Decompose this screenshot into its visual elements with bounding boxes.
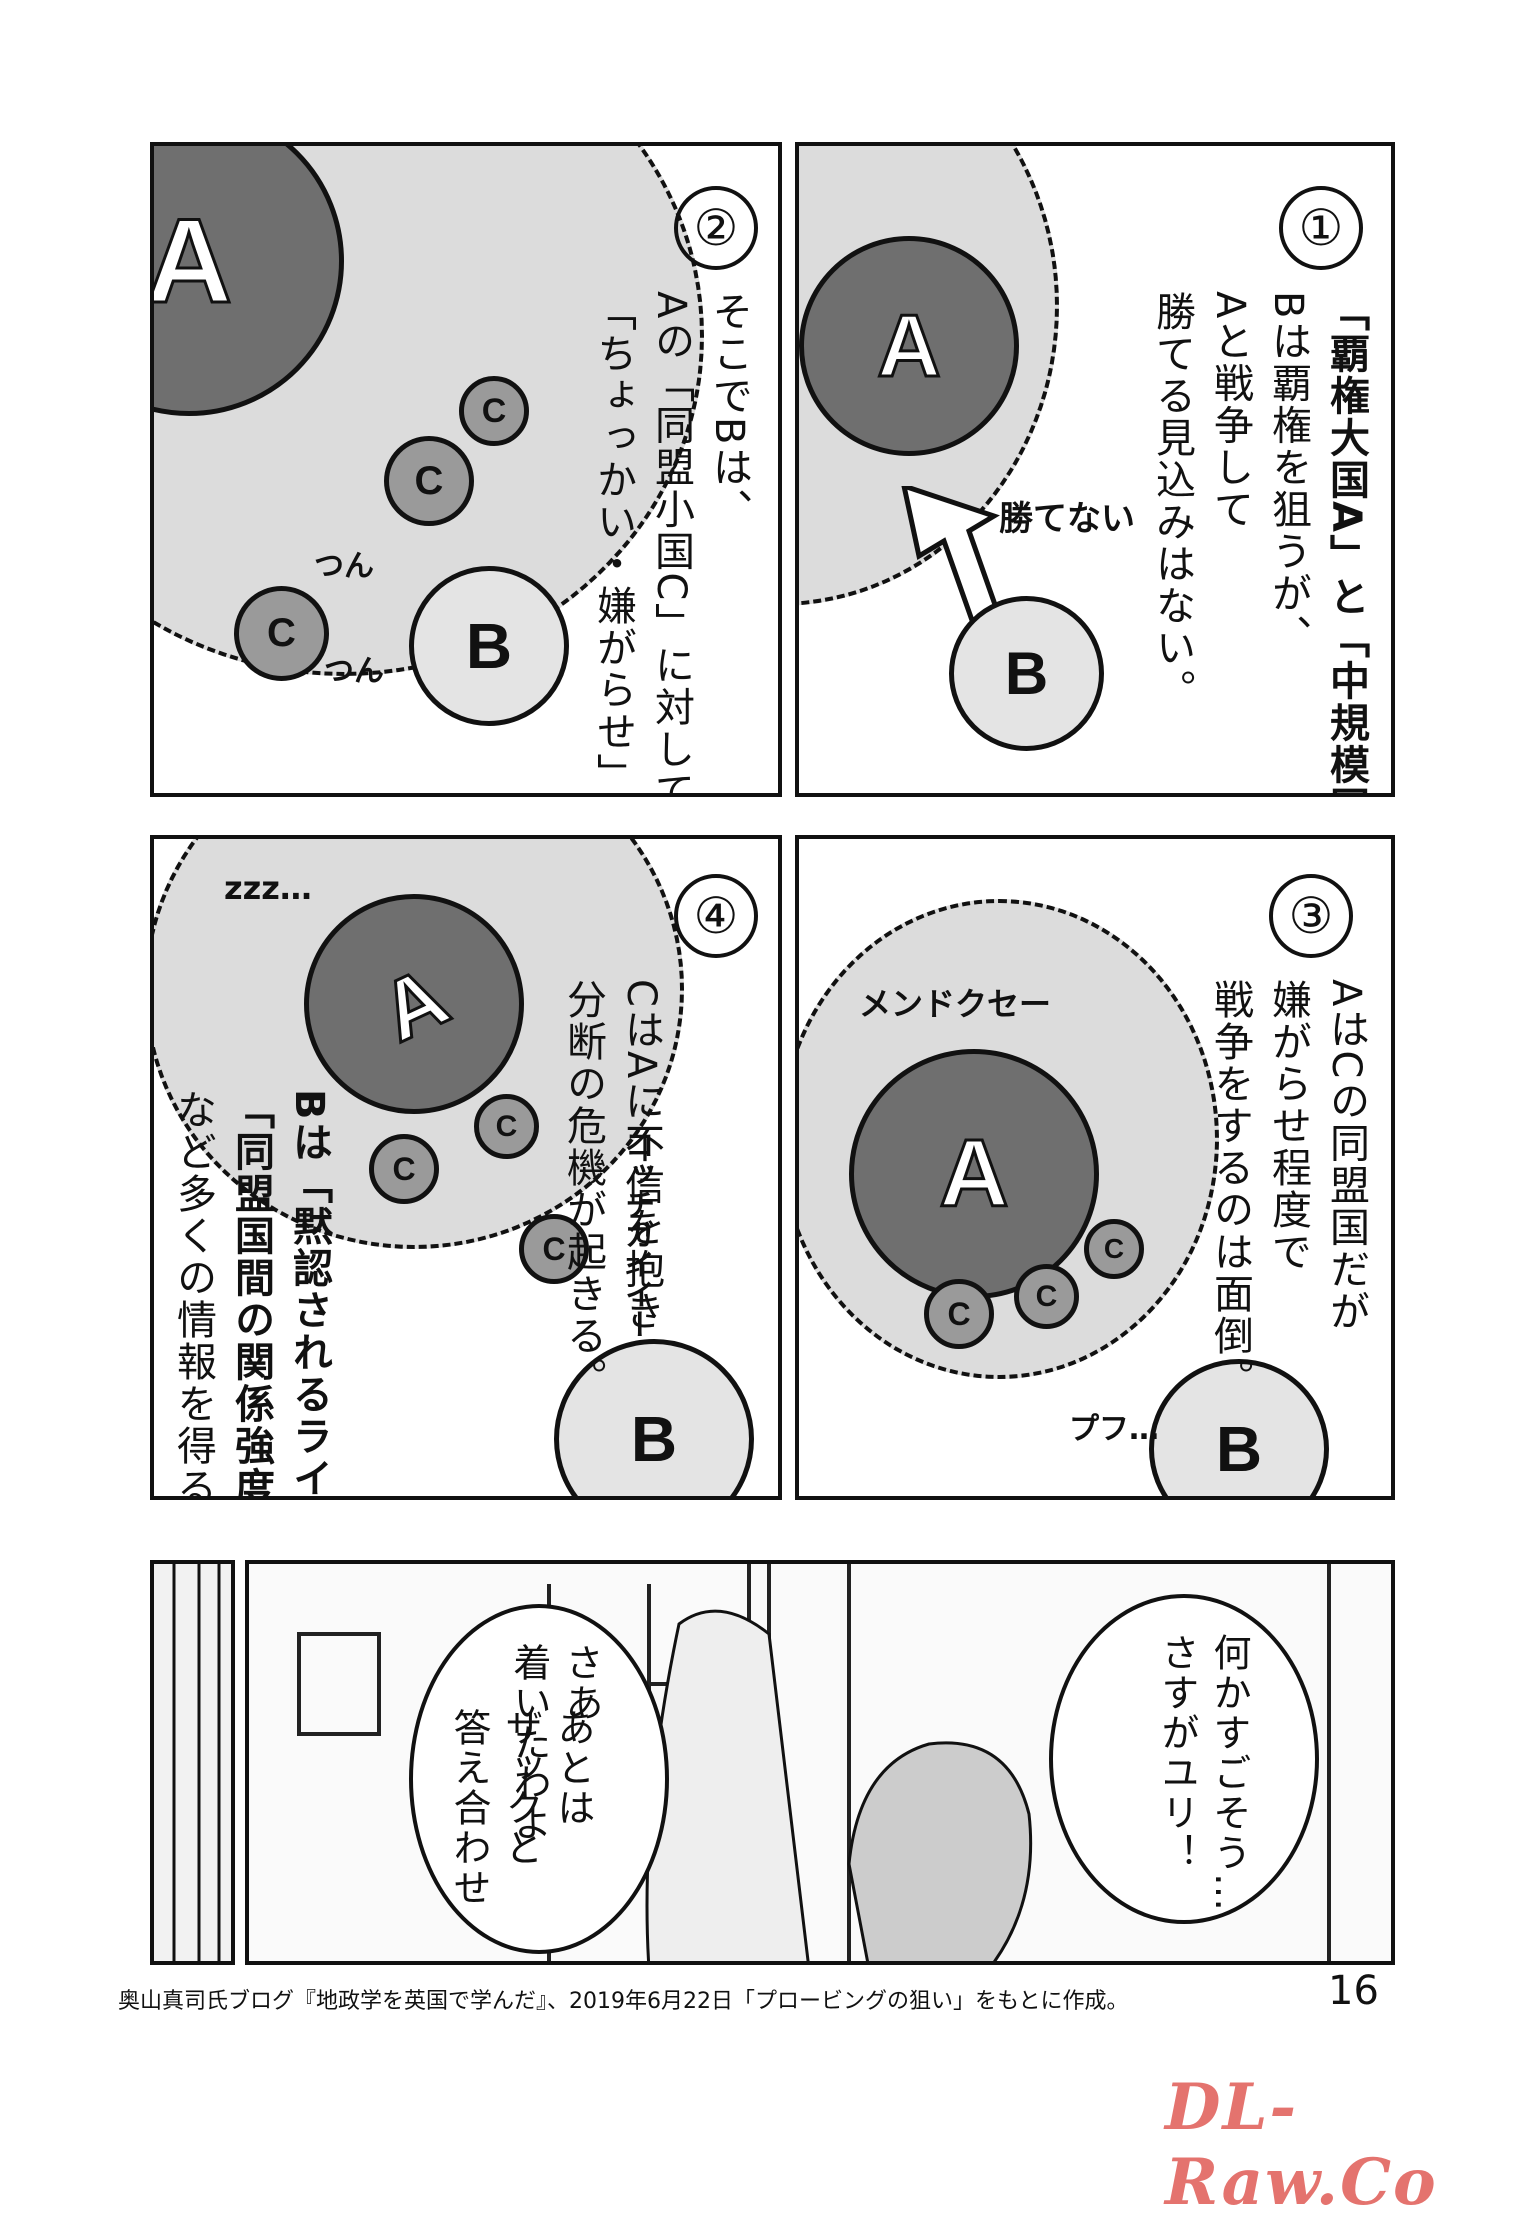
watermark: DL-Raw.Co: [1165, 2070, 1438, 2220]
sfx-poke-1: つん: [314, 549, 374, 584]
speech-text: 何かすごそう… さすがユリ！: [1155, 1633, 1251, 1913]
ball-a: A: [304, 894, 524, 1114]
page-number: 16: [1328, 1968, 1379, 2014]
ball-b: B: [949, 596, 1104, 751]
ball-c-2: C: [474, 1094, 539, 1159]
panel-5: 何かすごそう… さすがユリ！ さあ 着いたわよ あとは ザックと 答え合わせ: [245, 1560, 1395, 1965]
speech-text-2: あとは ザックと 答え合わせ: [447, 1708, 595, 1908]
ball-c-1: C: [459, 376, 529, 446]
ball-c-3: C: [1084, 1219, 1144, 1279]
ball-c-1: C: [924, 1279, 994, 1349]
speech-text-1: さあ 着いたわよ: [507, 1643, 603, 1843]
narration-2: Bは「黙認されるライン」 「同盟国間の関係強度」 など多くの情報を得る。: [170, 1089, 332, 1500]
narration: 「覇権大国A」と「中規模国B」。 Bは覇権を狙うが、 Aと戦争して 勝てる見込み…: [1149, 291, 1369, 797]
panel-1: A 勝てない B ① 「覇権大国A」と「中規模国B」。 Bは覇権を狙うが、 Aと…: [795, 142, 1395, 797]
ball-c-2: C: [384, 436, 474, 526]
speech-bubble-right: 何かすごそう… さすがユリ！: [1049, 1594, 1319, 1924]
sfx-snicker: プフ…: [1069, 1412, 1159, 1447]
sfx-sleep: zzz…: [224, 869, 312, 907]
ball-b: B: [409, 566, 569, 726]
narration: そこでBは、 Aの「同盟小国C」に対して 「ちょっかい・嫌がらせ」をする。: [590, 291, 752, 797]
sfx-poke-2: つん: [324, 654, 384, 689]
panel-5-left-strip: [150, 1560, 235, 1965]
ball-a: A: [849, 1049, 1099, 1299]
ball-c-1: C: [369, 1134, 439, 1204]
sfx-bother: メンドクセー: [859, 985, 1052, 1023]
panel-number: ④: [674, 874, 758, 958]
ball-c-3: C: [519, 1214, 589, 1284]
citation-footnote: 奥山真司氏ブログ『地政学を英国で学んだ』、2019年6月22日「プロービングの狙…: [118, 1989, 1129, 2014]
narration: CはAに不信を抱き 分断の危機が起きる。: [560, 979, 664, 1399]
background-art: [172, 1564, 221, 1961]
sfx-over-here: コッチガイイー: [619, 1129, 654, 1339]
panel-number: ②: [674, 186, 758, 270]
panel-number: ③: [1269, 874, 1353, 958]
panel-2: A C C C B つん つん ② そこでBは、 Aの「同盟小国C」に対して 「…: [150, 142, 782, 797]
narration: AはCの同盟国だが 嫌がらせ程度で 戦争をするのは面倒。: [1207, 979, 1369, 1399]
speech-bubble-left: さあ 着いたわよ あとは ザックと 答え合わせ: [409, 1604, 669, 1954]
panel-number: ①: [1279, 186, 1363, 270]
panel-4: zzz… A C C C コッチガイイー B ④ CはAに不信を抱き 分断の危機…: [150, 835, 782, 1500]
panel-3: メンドクセー A C C C B プフ… ③ AはCの同盟国だが 嫌がらせ程度で…: [795, 835, 1395, 1500]
ball-b: B: [554, 1339, 754, 1496]
sfx-cant-win: 勝てない: [999, 499, 1135, 539]
ball-b: B: [1149, 1359, 1329, 1496]
ball-a: A: [799, 236, 1019, 456]
ball-c-2: C: [1014, 1264, 1079, 1329]
ball-c-3: C: [234, 586, 329, 681]
